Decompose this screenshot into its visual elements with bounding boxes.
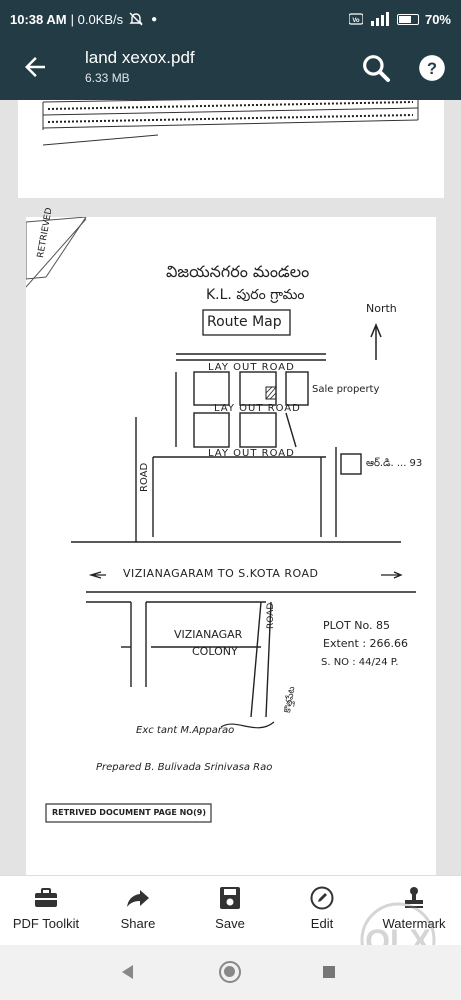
watermark-button[interactable]: Watermark	[368, 886, 460, 931]
right-note: ఆర్.డి. ... 93	[366, 458, 423, 469]
nav-recents-icon[interactable]	[323, 966, 335, 978]
save-button[interactable]: Save	[184, 886, 276, 931]
edit-label: Edit	[310, 916, 334, 931]
edit-pen-icon	[310, 886, 334, 910]
network-speed: | 0.0KB/s	[70, 11, 124, 27]
survey-number: S. NO : 44/24 P.	[321, 657, 399, 668]
pdf-page-next	[32, 867, 430, 875]
svg-text:?: ?	[427, 60, 437, 78]
pdf-toolkit-label: PDF Toolkit	[12, 916, 80, 931]
share-icon	[127, 890, 149, 907]
layout-road-2: LAY OUT ROAD	[214, 403, 301, 414]
pdf-page-current: RETRIEVED విజయనగరం మండలం K.L. పురం గ్రామ…	[26, 207, 436, 875]
share-label: Share	[120, 916, 156, 931]
colony-line2: COLONY	[192, 645, 238, 658]
battery-percent: 70%	[424, 11, 451, 27]
save-label: Save	[215, 916, 245, 931]
stamp-icon	[405, 887, 423, 908]
dot-icon: ●	[151, 13, 158, 25]
bottom-toolbar: PDF Toolkit Share Save Edit Watermark	[0, 875, 461, 945]
floppy-disk-icon	[220, 887, 240, 909]
pdf-toolkit-button[interactable]: PDF Toolkit	[0, 886, 92, 931]
status-bar: 10:38 AM | 0.0KB/s ● Vo 70%	[0, 0, 461, 38]
north-label: North	[366, 302, 397, 315]
route-map-label: Route Map	[207, 314, 282, 330]
plot-number: PLOT No. 85	[323, 619, 390, 632]
system-nav-bar	[0, 945, 461, 1000]
pdf-viewer[interactable]: RETRIEVED విజయనగరం మండలం K.L. పురం గ్రామ…	[0, 100, 461, 875]
colony-line1: VIZIANAGAR	[174, 628, 243, 641]
nav-back-icon[interactable]	[120, 964, 134, 980]
road-vertical-label: ROAD	[266, 602, 276, 629]
extent: Extent : 266.66	[323, 637, 409, 650]
edit-button[interactable]: Edit	[276, 886, 368, 931]
svg-text:Vo: Vo	[352, 18, 360, 24]
file-title: land xexox.pdf	[85, 48, 195, 67]
share-button[interactable]: Share	[92, 886, 184, 931]
app-bar: land xexox.pdf 6.33 MB ?	[0, 38, 461, 100]
layout-road-3: LAY OUT ROAD	[208, 448, 295, 459]
road-left-label: ROAD	[139, 462, 150, 492]
prepared-by: Prepared B. Bulivada Srinivasa Rao	[96, 762, 273, 773]
toolbox-icon	[35, 888, 57, 907]
battery-icon	[396, 13, 419, 25]
file-size: 6.33 MB	[85, 71, 130, 85]
mute-icon	[129, 12, 143, 26]
volte-icon: Vo	[348, 13, 363, 25]
pdf-page-previous	[18, 100, 444, 198]
layout-road-1: LAY OUT ROAD	[208, 362, 295, 373]
help-icon[interactable]: ?	[418, 54, 446, 82]
status-time: 10:38 AM	[10, 11, 67, 27]
signal-icon	[370, 12, 389, 26]
back-arrow-icon[interactable]	[20, 52, 50, 82]
main-road-label: VIZIANAGARAM TO S.KOTA ROAD	[123, 567, 319, 580]
sale-property-label: Sale property	[312, 384, 380, 395]
village: K.L. పురం గ్రామం	[206, 287, 305, 303]
title-telugu: విజయనగరం మండలం	[166, 262, 310, 281]
executant: Exc tant M.Apparao	[136, 725, 235, 736]
watermark-label: Watermark	[382, 916, 446, 931]
nav-home-icon[interactable]	[219, 961, 241, 983]
retrieved-page-stamp: RETRIVED DOCUMENT PAGE NO(9)	[52, 808, 206, 817]
search-icon[interactable]	[360, 52, 392, 84]
